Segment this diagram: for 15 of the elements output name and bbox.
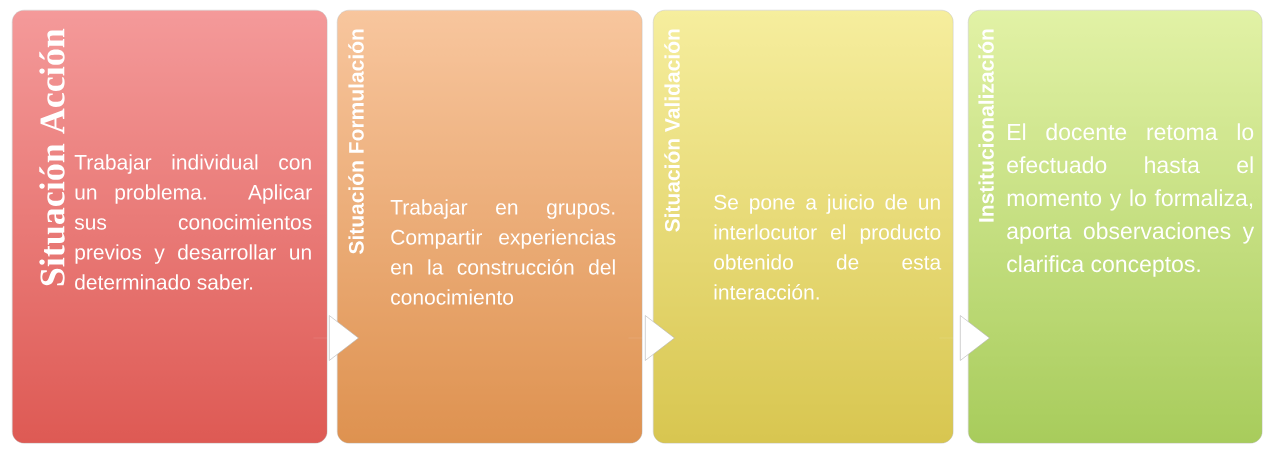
- vertical-heading: Situación Formulación: [348, 29, 364, 254]
- body-text: Trabajar individual con un problema. Aplicar sus conocimientos previos y desarrollar un determinado saber.: [74, 154, 312, 290]
- chevron-arrow: [939, 315, 990, 361]
- body-text: Se pone a juicio de un interlocutor el producto obtenido de esta interacción.: [714, 194, 942, 300]
- stage-box: [337, 10, 643, 444]
- stage-box: [968, 10, 1263, 444]
- chevron-arrow: [313, 315, 359, 361]
- vertical-heading: Institucionalización: [978, 29, 994, 222]
- chevron-arrow: [628, 315, 675, 361]
- stage-box: [653, 10, 954, 444]
- body-text: Trabajar en grupos. Compartir experiencias en la construcción del conocimiento: [390, 199, 616, 305]
- body-text: El docente retoma lo efectuado hasta el momento y lo formaliza, aporta observaciones y clarifica conceptos.: [1007, 123, 1255, 277]
- stage-box: [12, 10, 328, 444]
- vertical-heading: Situación Validación: [664, 29, 680, 232]
- vertical-heading: Situación Acción: [39, 28, 65, 286]
